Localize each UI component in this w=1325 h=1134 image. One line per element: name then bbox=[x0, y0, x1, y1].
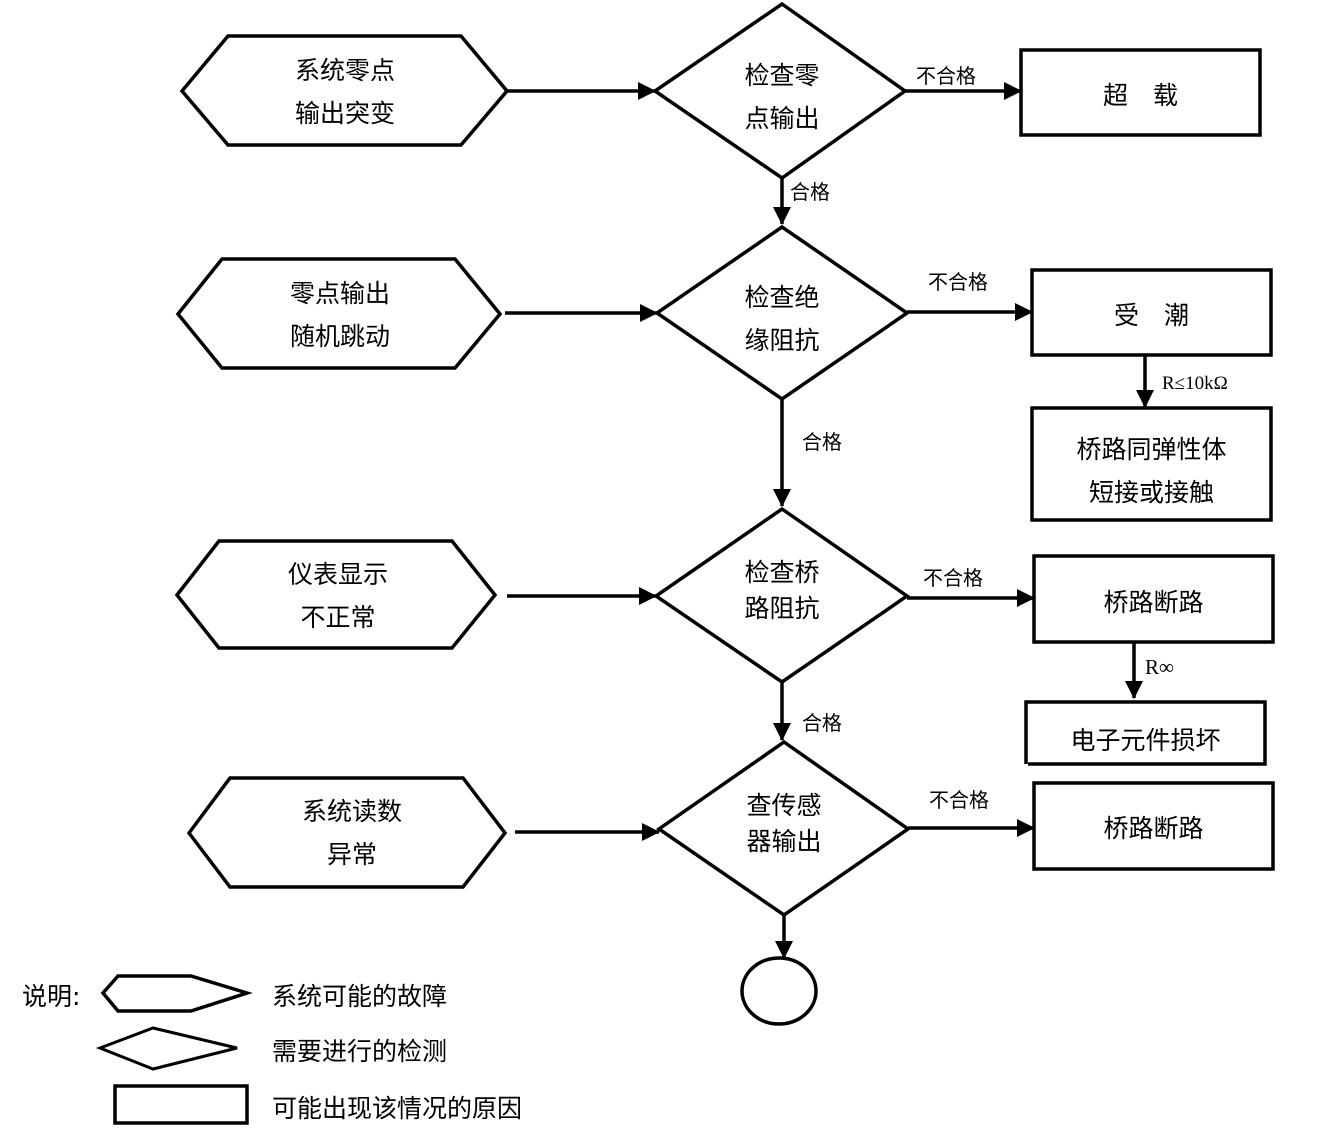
end-terminal-circle bbox=[740, 956, 818, 1026]
fault-1-line2: 输出突变 bbox=[294, 99, 395, 128]
fault-hexagon-3 bbox=[174, 539, 498, 650]
edge-label-pass-2: 合格 bbox=[802, 430, 842, 454]
check-3-line1: 检查桥 bbox=[744, 558, 820, 587]
fault-1-line1: 系统零点 bbox=[294, 56, 395, 85]
check-text-3: 检查桥 路阻抗 bbox=[712, 555, 852, 627]
check-text-1: 检查零 点输出 bbox=[712, 54, 852, 140]
fault-text-1: 系统零点 输出突变 bbox=[250, 49, 440, 135]
cause-bridge-open-1-text: 桥路断路 bbox=[1103, 588, 1204, 617]
edge-label-r-le-10k: R≤10kΩ bbox=[1162, 373, 1228, 394]
cause-box-overload bbox=[1019, 48, 1262, 137]
edge-label-r-inf: R∞ bbox=[1145, 655, 1174, 679]
cause-overload-text: 超 载 bbox=[1102, 81, 1178, 110]
legend-hexagon-label: 系统可能的故障 bbox=[272, 982, 448, 1011]
fault-hexagon-2 bbox=[175, 257, 503, 370]
cause-box-component-damage bbox=[1024, 700, 1267, 766]
legend-diamond-icon bbox=[95, 1026, 238, 1071]
edge-label-fail-3: 不合格 bbox=[923, 566, 983, 590]
check-3-line2: 路阻抗 bbox=[744, 594, 820, 623]
fault-2-line2: 随机跳动 bbox=[289, 322, 390, 351]
cause-bridge-open-2-text: 桥路断路 bbox=[1103, 814, 1204, 843]
fault-4-line2: 异常 bbox=[326, 840, 377, 869]
fault-text-3: 仪表显示 不正常 bbox=[243, 553, 433, 639]
edge-label-fail-4: 不合格 bbox=[929, 788, 989, 812]
cause-bridge-short-text: 桥路同弹性体 短接或接触 bbox=[1032, 428, 1271, 514]
cause-bridge-short-line2: 短接或接触 bbox=[1088, 478, 1214, 507]
edge-label-pass-1: 合格 bbox=[790, 180, 830, 204]
check-4-line1: 查传感 bbox=[746, 791, 822, 820]
cause-component-damage-text: 电子元件损坏 bbox=[1070, 726, 1221, 755]
fault-text-4: 系统读数 异常 bbox=[257, 790, 447, 876]
legend-hexagon-icon bbox=[100, 974, 253, 1013]
cause-box-bridge-open-1 bbox=[1032, 554, 1275, 644]
check-1-line1: 检查零 bbox=[744, 61, 820, 90]
legend-rect-icon bbox=[113, 1084, 249, 1125]
check-2-line1: 检查绝 bbox=[744, 283, 820, 312]
fault-3-line2: 不正常 bbox=[300, 603, 376, 632]
fault-text-2: 零点输出 随机跳动 bbox=[245, 272, 435, 358]
check-2-line2: 缘阻抗 bbox=[744, 326, 820, 355]
cause-bridge-short-line1: 桥路同弹性体 bbox=[1076, 435, 1227, 464]
check-4-line2: 器输出 bbox=[746, 827, 822, 856]
cause-damp-text: 受 潮 bbox=[1113, 301, 1189, 330]
fault-2-line1: 零点输出 bbox=[289, 279, 390, 308]
check-1-line2: 点输出 bbox=[744, 104, 820, 133]
fault-hexagon-4 bbox=[186, 776, 508, 889]
cause-box-bridge-short bbox=[1030, 406, 1273, 522]
legend-rect-label: 可能出现该情况的原因 bbox=[272, 1094, 523, 1123]
fault-4-line1: 系统读数 bbox=[301, 797, 402, 826]
edge-label-fail-1: 不合格 bbox=[916, 64, 976, 88]
edge-label-pass-3: 合格 bbox=[802, 711, 842, 735]
edge-label-fail-2: 不合格 bbox=[928, 270, 988, 294]
fault-3-line1: 仪表显示 bbox=[287, 560, 388, 589]
legend-title: 说明: bbox=[22, 982, 81, 1011]
check-text-2: 检查绝 缘阻抗 bbox=[712, 276, 852, 362]
check-text-4: 查传感 器输出 bbox=[714, 788, 854, 860]
cause-box-damp bbox=[1030, 268, 1273, 357]
legend-diamond-label: 需要进行的检测 bbox=[272, 1037, 448, 1066]
